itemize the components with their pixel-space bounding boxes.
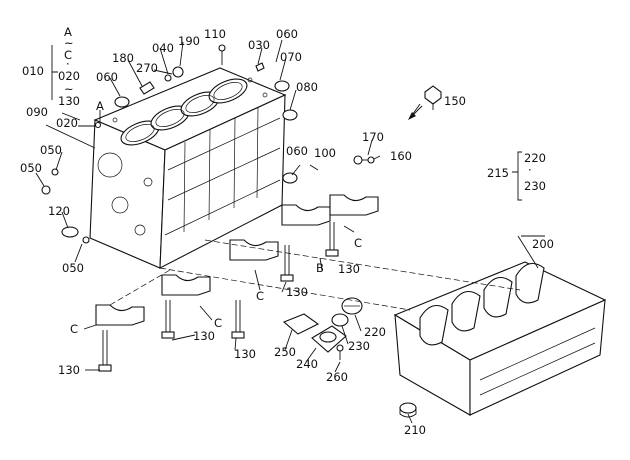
label-230: 230 (348, 339, 370, 353)
label-180: 180 (112, 51, 134, 65)
assembly-lines (109, 239, 521, 311)
label-130-a: 130 (338, 262, 360, 276)
label-190: 190 (178, 34, 200, 48)
label-020: 020 (56, 116, 78, 130)
label-080: 080 (296, 80, 318, 94)
mark-c-4: C (70, 322, 78, 336)
label-070: 070 (280, 50, 302, 64)
label-group-tilde-2: ~ (64, 82, 74, 96)
label-130-top: 130 (58, 94, 80, 108)
label-215: 215 (487, 166, 509, 180)
label-240: 240 (296, 357, 318, 371)
label-020-top: 020 (58, 69, 80, 83)
label-050-a: 050 (40, 143, 62, 157)
cylinder-block (89, 67, 287, 269)
label-130-c: 130 (193, 329, 215, 343)
label-120: 120 (48, 204, 70, 218)
label-270: 270 (136, 61, 158, 75)
mark-a: A (96, 99, 104, 113)
leader-lines (35, 39, 545, 424)
label-260: 260 (326, 370, 348, 384)
label-010: 010 (22, 64, 44, 78)
label-100: 100 (314, 146, 336, 160)
label-110: 110 (204, 27, 226, 41)
label-040: 040 (152, 41, 174, 55)
label-060-mid: 060 (286, 144, 308, 158)
label-130-d: 130 (234, 347, 256, 361)
label-030: 030 (248, 38, 270, 52)
small-parts (41, 44, 442, 360)
label-group-dot: · (66, 57, 70, 71)
mark-c-3: C (214, 316, 222, 330)
label-230-right: 230 (524, 179, 546, 193)
cap-bolts (98, 222, 339, 372)
callout-labels: A ~ C · 010 020 ~ 130 180 040 190 110 03… (20, 25, 554, 437)
label-160: 160 (390, 149, 412, 163)
label-060-top-right: 060 (276, 27, 298, 41)
label-050-c: 050 (62, 261, 84, 275)
label-170: 170 (362, 130, 384, 144)
label-050-b: 050 (20, 161, 42, 175)
bearing-caps (95, 194, 379, 326)
oil-pan (393, 261, 607, 418)
label-group-tilde-1: ~ (64, 36, 74, 50)
label-group-c: C (64, 48, 72, 62)
label-230-dot: · (528, 163, 532, 177)
label-130-e: 130 (58, 363, 80, 377)
label-group-a: A (64, 25, 72, 39)
label-200: 200 (532, 237, 554, 251)
label-130-b: 130 (286, 285, 308, 299)
direction-arrow (408, 105, 423, 120)
label-060-left: 060 (96, 70, 118, 84)
label-220-right: 220 (524, 151, 546, 165)
label-210: 210 (404, 423, 426, 437)
label-150: 150 (444, 94, 466, 108)
mark-b: B (316, 261, 324, 275)
mark-c-2: C (256, 289, 264, 303)
label-250: 250 (274, 345, 296, 359)
mark-c-1: C (354, 236, 362, 250)
label-220: 220 (364, 325, 386, 339)
label-090: 090 (26, 105, 48, 119)
